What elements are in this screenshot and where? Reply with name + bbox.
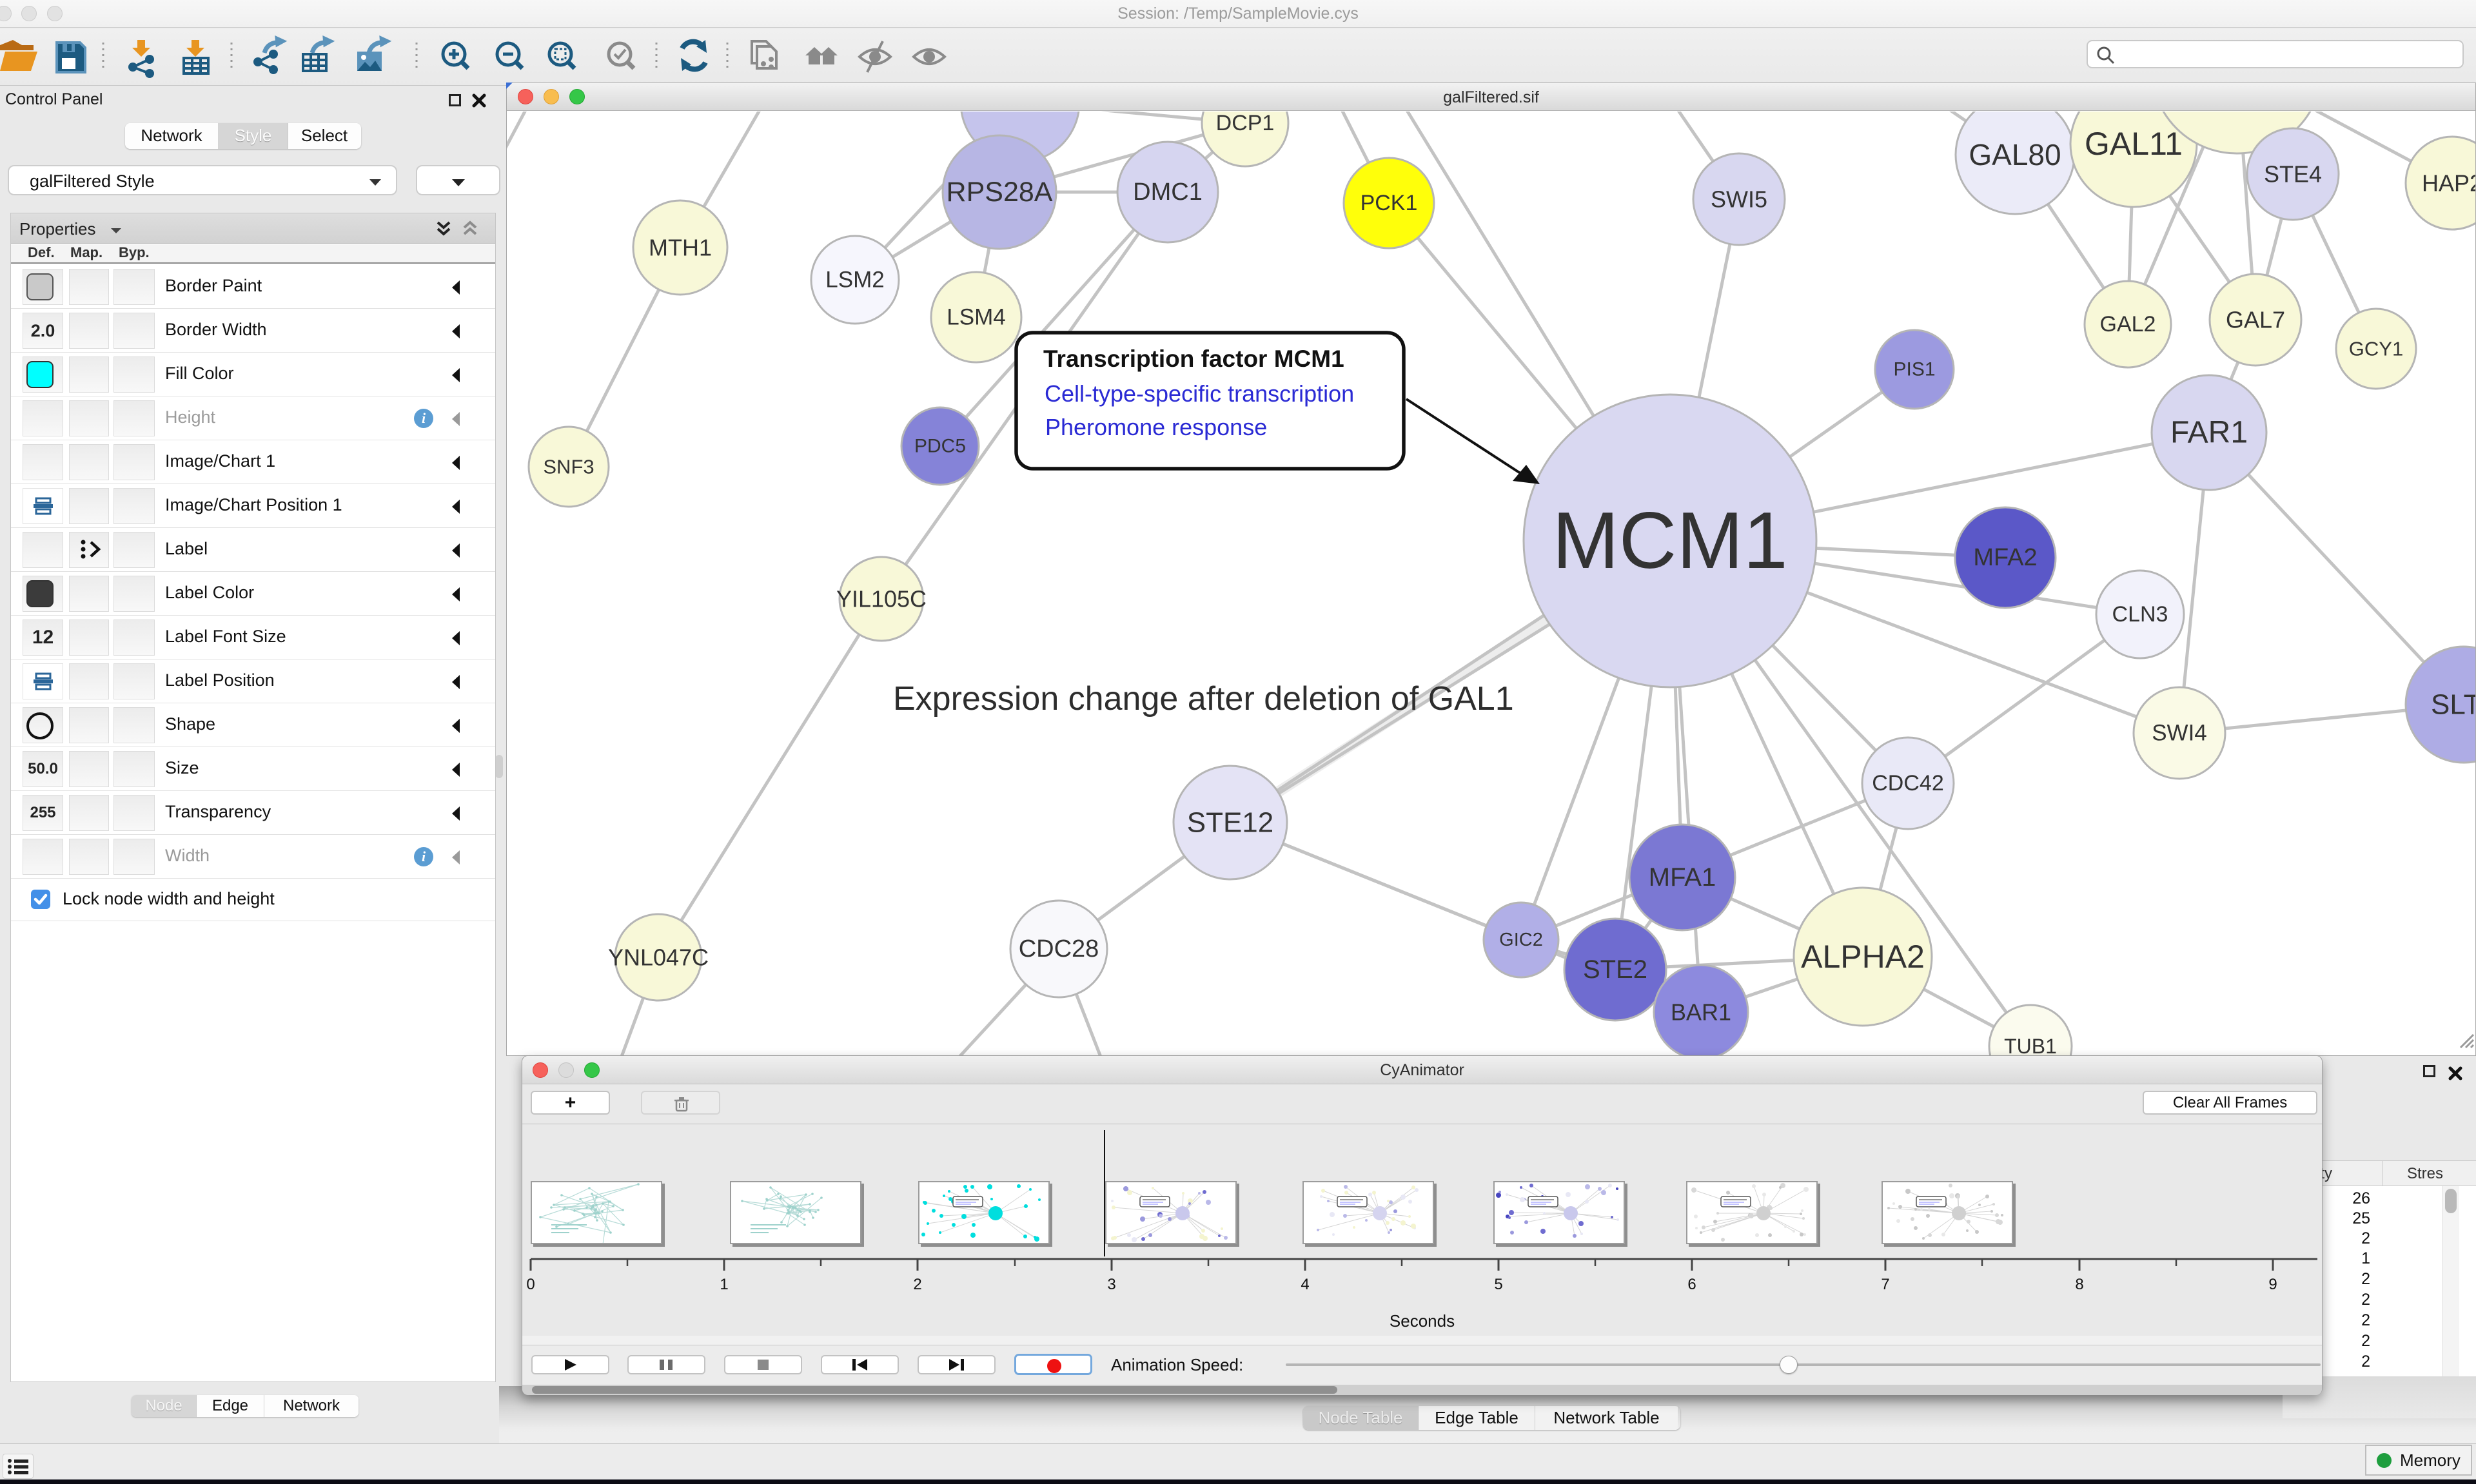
svg-text:MFA2: MFA2 — [1973, 544, 2037, 571]
svg-text:FAR1: FAR1 — [2170, 416, 2248, 450]
svg-text:MFA1: MFA1 — [1649, 863, 1716, 892]
svg-text:GIC2: GIC2 — [1499, 930, 1543, 950]
svg-text:DMC1: DMC1 — [1133, 179, 1203, 206]
svg-text:Expression change after deleti: Expression change after deletion of GAL1 — [893, 680, 1514, 718]
svg-text:0: 0 — [526, 1276, 535, 1293]
svg-text:6: 6 — [1687, 1276, 1696, 1293]
svg-text:STE4: STE4 — [2264, 161, 2322, 188]
svg-text:GCY1: GCY1 — [2349, 338, 2403, 360]
svg-text:9: 9 — [2268, 1276, 2277, 1293]
svg-text:STE12: STE12 — [1187, 807, 1274, 839]
svg-text:SWI4: SWI4 — [2152, 721, 2207, 746]
svg-text:4: 4 — [1301, 1276, 1309, 1293]
svg-text:DCP1: DCP1 — [1216, 112, 1275, 135]
svg-text:STE2: STE2 — [1583, 955, 1647, 984]
svg-text:MCM1: MCM1 — [1552, 496, 1787, 585]
svg-text:LSM4: LSM4 — [947, 305, 1005, 330]
svg-text:GAL11: GAL11 — [2085, 126, 2183, 162]
svg-text:SLT2: SLT2 — [2431, 689, 2475, 721]
svg-text:CDC28: CDC28 — [1019, 935, 1099, 962]
svg-text:BAR1: BAR1 — [1671, 999, 1731, 1026]
svg-text:7: 7 — [1881, 1276, 1889, 1293]
svg-text:MTH1: MTH1 — [649, 235, 712, 261]
svg-text:GAL2: GAL2 — [2100, 312, 2156, 337]
svg-text:Pheromone response: Pheromone response — [1045, 414, 1267, 440]
svg-text:3: 3 — [1107, 1276, 1115, 1293]
svg-text:CDC42: CDC42 — [1872, 771, 1943, 796]
svg-text:PCK1: PCK1 — [1361, 191, 1418, 215]
svg-text:Cell-type-specific transcripti: Cell-type-specific transcription — [1045, 380, 1354, 407]
svg-text:HAP2: HAP2 — [2422, 170, 2475, 197]
svg-text:RPS28A: RPS28A — [947, 177, 1053, 208]
svg-text:GAL80: GAL80 — [1969, 138, 2061, 171]
svg-text:8: 8 — [2075, 1276, 2083, 1293]
svg-text:PIS1: PIS1 — [1893, 359, 1935, 380]
svg-text:CLN3: CLN3 — [2112, 602, 2168, 627]
svg-text:ALPHA2: ALPHA2 — [1801, 939, 1925, 975]
svg-text:5: 5 — [1494, 1276, 1502, 1293]
svg-text:TUB1: TUB1 — [2004, 1035, 2057, 1055]
svg-text:GAL7: GAL7 — [2226, 307, 2285, 333]
svg-text:SWI5: SWI5 — [1711, 186, 1767, 213]
svg-text:SNF3: SNF3 — [543, 456, 594, 478]
svg-text:LSM2: LSM2 — [825, 268, 884, 293]
svg-text:PDC5: PDC5 — [914, 436, 966, 457]
svg-text:2: 2 — [913, 1276, 921, 1293]
svg-text:1: 1 — [720, 1276, 728, 1293]
svg-text:YIL105C: YIL105C — [836, 586, 927, 612]
svg-text:Transcription factor MCM1: Transcription factor MCM1 — [1043, 346, 1344, 372]
svg-text:YNL047C: YNL047C — [608, 944, 709, 971]
